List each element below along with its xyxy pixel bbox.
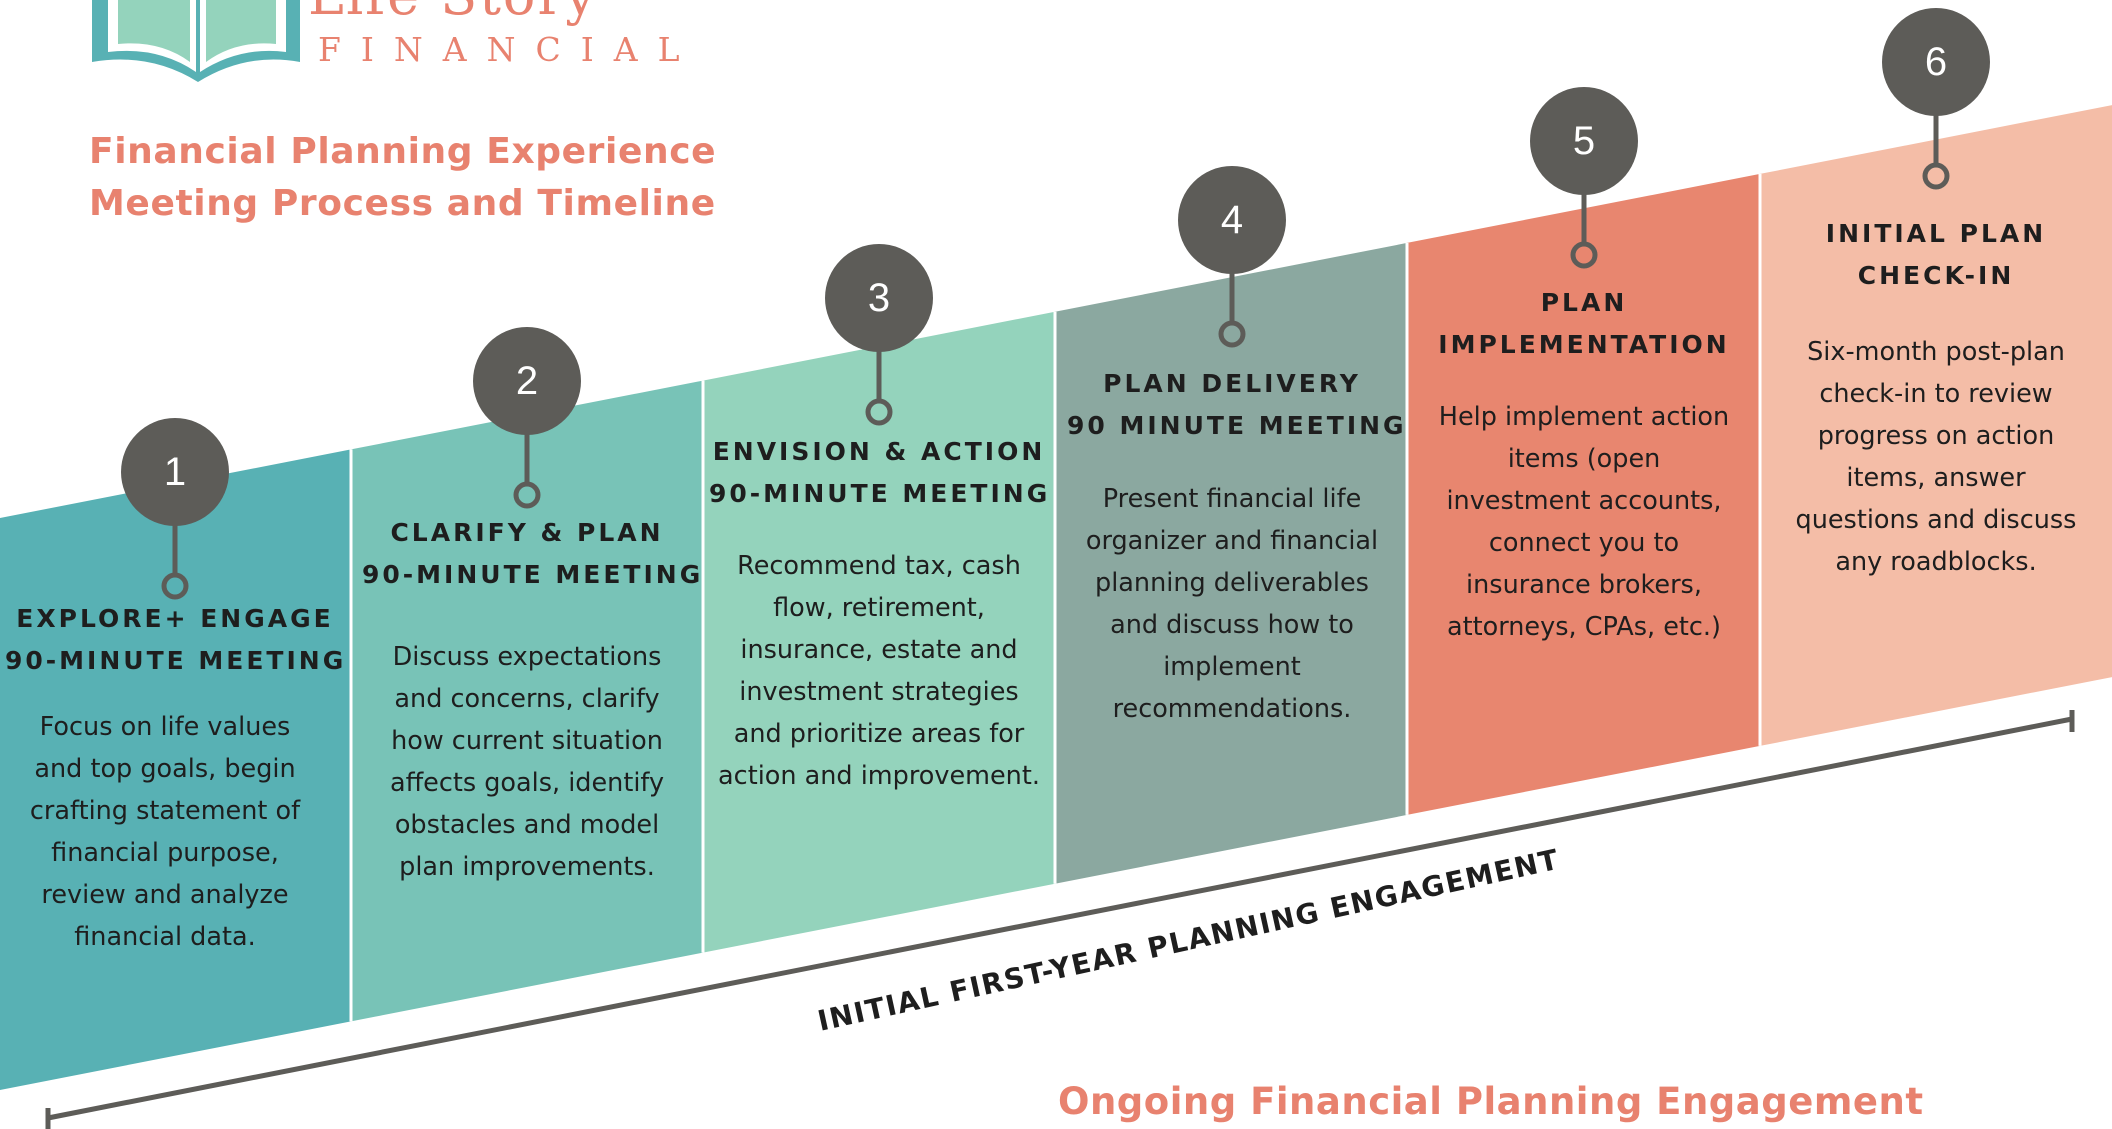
step-title-4: PLAN DELIVERY 90 MINUTE MEETING	[1067, 363, 1407, 447]
step-description-line: insurance, estate and	[740, 635, 1018, 665]
step-description-line: check-in to review	[1819, 379, 2053, 409]
step-description-line: recommendations.	[1112, 694, 1352, 724]
step-band-3	[703, 311, 1055, 953]
step-description-line: Six-month post-plan	[1807, 337, 2065, 367]
step-description-line: investment accounts,	[1446, 486, 1722, 516]
step-description-line: plan improvements.	[399, 852, 655, 882]
step-description-line: organizer and financial	[1085, 526, 1379, 556]
step-description-line: and concerns, clarify	[394, 684, 660, 714]
step-number-3: 3	[867, 276, 891, 320]
page-title-line-2: Meeting Process and Timeline	[89, 183, 716, 224]
step-title-6: INITIAL PLAN CHECK-IN	[1771, 213, 2101, 297]
step-band-4	[1055, 242, 1407, 884]
step-pin-2	[473, 327, 581, 509]
step-number-4: 4	[1220, 198, 1244, 242]
step-title-line: 90-MINUTE MEETING	[5, 646, 347, 675]
step-band-5	[1407, 173, 1760, 815]
step-title-line: CLARIFY & PLAN	[390, 518, 664, 547]
step-description-3: Recommend tax, cash flow, retirement, insu…	[709, 545, 1049, 797]
step-description-2: Discuss expectations and concerns, clarif…	[362, 636, 692, 888]
step-description-line: any roadblocks.	[1835, 547, 2037, 577]
step-title-line: PLAN	[1540, 288, 1628, 317]
step-title-2: CLARIFY & PLAN 90-MINUTE MEETING	[362, 512, 704, 596]
step-description-line: crafting statement of	[29, 796, 301, 826]
step-description-1: Focus on life values and top goals, begin…	[0, 706, 335, 958]
step-pin-1	[121, 418, 229, 600]
step-description-line: Discuss expectations	[392, 642, 662, 672]
step-title-line: PLAN DELIVERY	[1103, 369, 1361, 398]
step-description-line: financial purpose,	[51, 838, 279, 868]
step-pin-5	[1530, 87, 1638, 269]
step-description-line: investment strategies	[739, 677, 1019, 707]
step-description-line: Recommend tax, cash	[737, 551, 1021, 581]
step-description-line: and prioritize areas for	[733, 719, 1025, 749]
step-description-line: items, answer	[1846, 463, 2026, 493]
step-band-1	[0, 449, 351, 1090]
step-title-line: EXPLORE+ ENGAGE	[16, 604, 334, 633]
step-title-line: ENVISION & ACTION	[712, 437, 1046, 466]
step-number-2: 2	[515, 359, 539, 403]
step-description-line: questions and discuss	[1795, 505, 2077, 535]
step-description-line: Help implement action	[1438, 402, 1730, 432]
step-description-line: planning deliverables	[1095, 568, 1369, 598]
step-title-line: INITIAL PLAN	[1825, 219, 2047, 248]
page-title: Financial Planning Experience Meeting Pr…	[89, 126, 717, 230]
step-title-1: EXPLORE+ ENGAGE 90-MINUTE MEETING	[5, 598, 345, 682]
logo-name: Life Story	[308, 0, 598, 23]
step-description-line: Present financial life	[1102, 484, 1362, 514]
step-description-line: how current situation	[391, 726, 663, 756]
step-title-line: CHECK-IN	[1857, 261, 2015, 290]
step-pin-6	[1882, 8, 1990, 190]
step-band-6	[1760, 105, 2112, 746]
step-description-line: connect you to	[1488, 528, 1680, 558]
step-description-line: progress on action	[1817, 421, 2055, 451]
step-description-line: implement	[1163, 652, 1301, 682]
step-number-6: 6	[1924, 40, 1948, 84]
step-title-5: PLAN IMPLEMENTATION	[1419, 282, 1749, 366]
step-description-line: flow, retirement,	[773, 593, 985, 623]
step-pin-4	[1178, 166, 1286, 348]
step-title-line: 90-MINUTE MEETING	[362, 560, 704, 589]
step-title-3: ENVISION & ACTION 90-MINUTE MEETING	[709, 431, 1049, 515]
step-description-line: and top goals, begin	[34, 754, 296, 784]
step-description-line: and discuss how to	[1110, 610, 1354, 640]
step-description-line: attorneys, CPAs, etc.)	[1447, 612, 1721, 642]
book-icon	[92, 0, 300, 82]
step-description-line: review and analyze	[41, 880, 289, 910]
step-description-6: Six-month post-plan check-in to review pro…	[1771, 331, 2101, 583]
step-number-5: 5	[1572, 119, 1596, 163]
step-description-line: action and improvement.	[718, 761, 1040, 791]
step-number-1: 1	[163, 450, 187, 494]
timeline-bracket	[45, 710, 2075, 1129]
step-description-line: obstacles and model	[394, 810, 660, 840]
step-description-line: affects goals, identify	[389, 768, 665, 798]
step-description-line: financial data.	[74, 922, 256, 952]
page-title-line-1: Financial Planning Experience	[89, 131, 717, 172]
step-description-line: items (open	[1507, 444, 1661, 474]
step-description-line: insurance brokers,	[1466, 570, 1702, 600]
step-pin-3	[825, 244, 933, 426]
step-title-line: 90 MINUTE MEETING	[1067, 411, 1407, 440]
step-description-4: Present financial life organizer and fina…	[1067, 478, 1397, 730]
logo-subtitle: FINANCIAL	[318, 30, 700, 69]
step-band-2	[351, 380, 703, 1022]
step-title-line: 90-MINUTE MEETING	[709, 479, 1051, 508]
step-description-5: Help implement action items (open investme…	[1419, 396, 1749, 648]
step-title-line: IMPLEMENTATION	[1438, 330, 1730, 359]
ongoing-engagement-label: Ongoing Financial Planning Engagement	[1058, 1080, 1924, 1123]
step-description-line: Focus on life values	[39, 712, 291, 742]
